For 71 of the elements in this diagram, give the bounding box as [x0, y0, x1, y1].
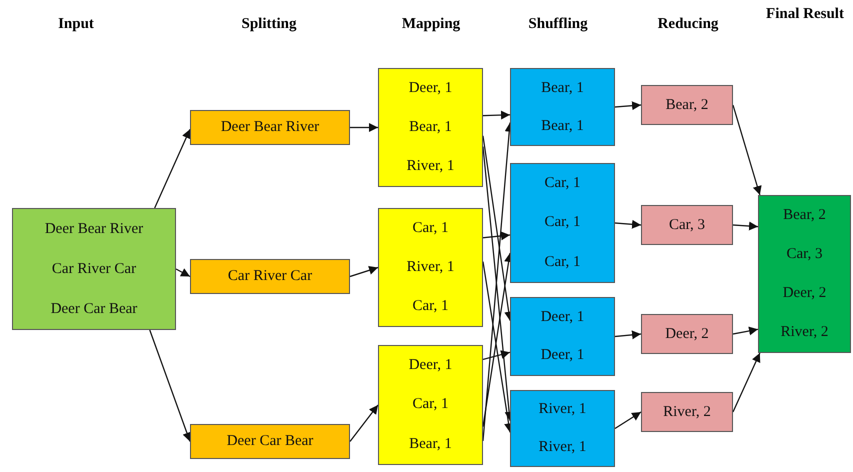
- entry-text: Deer, 1: [408, 80, 452, 97]
- arrow: [614, 412, 642, 429]
- map-box: [378, 208, 483, 327]
- entry-text: Deer Bear River: [220, 119, 320, 136]
- map-box: [378, 345, 483, 465]
- entry-text: Bear, 1: [409, 119, 452, 136]
- entry-text: Deer Car Bear: [50, 300, 138, 318]
- entry-text: River, 1: [406, 259, 454, 276]
- shuffle-box: [510, 163, 615, 283]
- arrow: [482, 231, 510, 240]
- entry-text: Car, 1: [412, 396, 449, 414]
- split-box: [190, 259, 350, 294]
- shuffle-box: [510, 390, 615, 467]
- entry-text: Car, 3: [786, 246, 823, 263]
- map-box: [378, 68, 483, 187]
- arrow: [732, 326, 758, 336]
- entry-text: Car, 1: [412, 298, 449, 315]
- arrow: [614, 220, 642, 229]
- column-heading: Shuffling: [527, 16, 589, 33]
- entry-text: Car, 3: [668, 216, 706, 234]
- arrow: [732, 352, 760, 412]
- arrow: [176, 268, 190, 278]
- column-heading: Mapping: [400, 16, 462, 33]
- split-box: [190, 424, 350, 459]
- column-heading: Input: [57, 16, 95, 33]
- entry-text: Deer Bear River: [44, 220, 144, 238]
- entry-text: River, 1: [538, 401, 586, 418]
- entry-text: Bear, 1: [541, 118, 584, 134]
- entry-text: Bear, 1: [541, 80, 584, 96]
- input-box: [12, 208, 176, 330]
- reduce-box: [641, 314, 733, 354]
- entry-text: River, 2: [780, 324, 828, 341]
- shuffle-box: [510, 68, 615, 146]
- result-box: [758, 195, 851, 353]
- reduce-box: [641, 85, 733, 125]
- entry-text: Deer, 2: [782, 285, 826, 302]
- entry-text: Deer, 1: [408, 357, 452, 374]
- entry-text: Bear, 2: [783, 207, 826, 224]
- arrow: [482, 350, 510, 360]
- entry-text: Car, 1: [544, 214, 581, 232]
- arrow: [350, 404, 378, 442]
- column-heading: Reducing: [656, 16, 720, 33]
- entry-text: Car, 1: [544, 254, 581, 271]
- arrow: [732, 104, 762, 196]
- entry-text: River, 1: [406, 158, 454, 175]
- entry-text: Deer, 1: [540, 347, 584, 364]
- entry-text: Bear, 2: [666, 96, 708, 114]
- column-heading: Splitting: [240, 16, 298, 33]
- entry-text: Car, 1: [544, 175, 581, 192]
- split-box: [190, 110, 350, 145]
- arrow: [350, 123, 378, 132]
- entry-text: River, 2: [663, 404, 711, 420]
- arrow: [614, 101, 642, 110]
- entry-text: Deer Car Bear: [226, 433, 314, 450]
- arrow: [149, 330, 192, 442]
- entry-text: Car River Car: [52, 260, 136, 278]
- reduce-box: [641, 392, 733, 432]
- arrow: [732, 222, 758, 231]
- arrow: [614, 330, 642, 340]
- arrow: [482, 110, 510, 120]
- entry-text: Car, 1: [412, 220, 449, 237]
- arrow: [350, 266, 378, 278]
- entry-text: Deer, 1: [540, 308, 584, 326]
- arrow: [154, 129, 191, 208]
- reduce-box: [641, 205, 733, 245]
- entry-text: Bear, 1: [409, 436, 452, 453]
- shuffle-box: [510, 297, 615, 376]
- entry-text: Deer, 2: [665, 326, 709, 342]
- entry-text: River, 1: [538, 438, 586, 456]
- entry-text: Car River Car: [228, 268, 312, 285]
- column-heading: Final Result: [765, 6, 845, 23]
